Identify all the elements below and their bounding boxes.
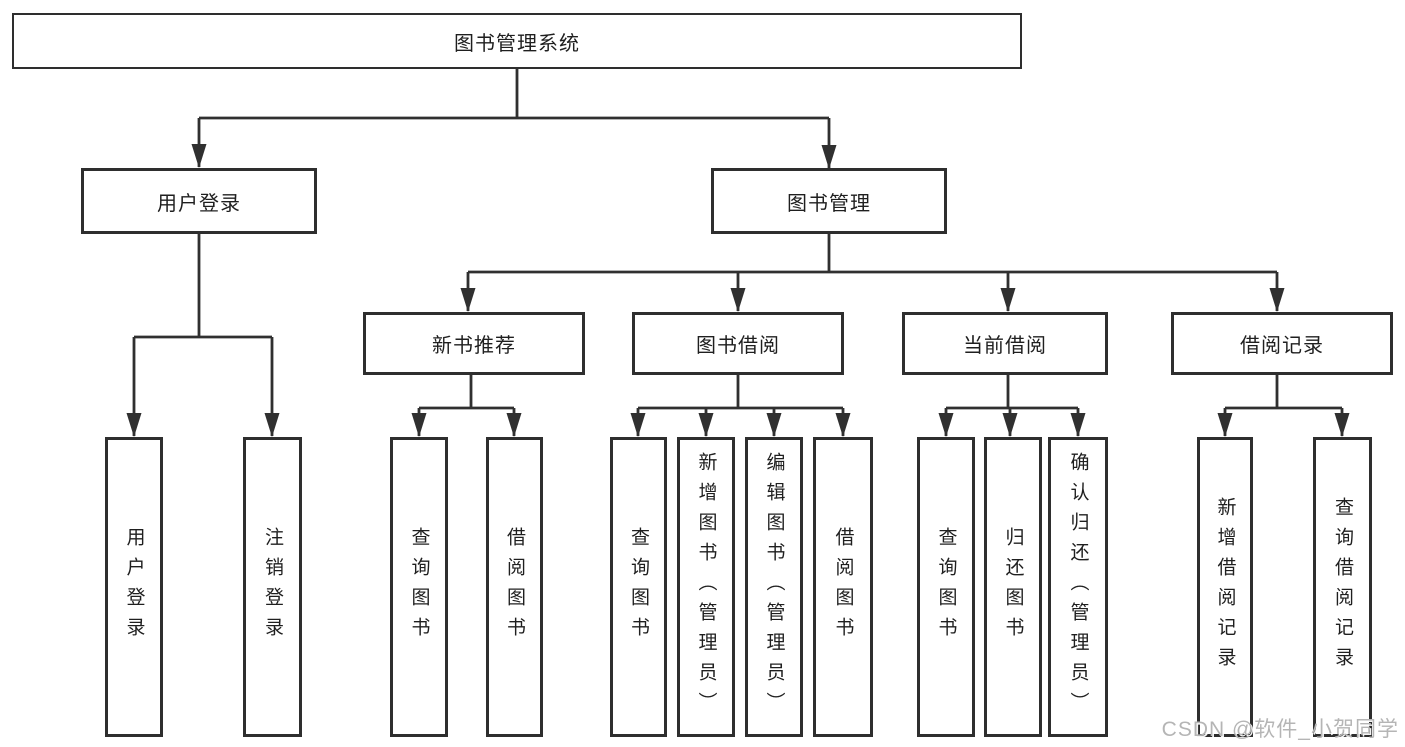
node-leaf-add-record: 新增借阅记录 bbox=[1197, 437, 1253, 737]
leaf-label: 编辑图书（管理员） bbox=[763, 452, 785, 722]
leaf-label: 确认归还（管理员） bbox=[1067, 452, 1089, 722]
node-new-book-recommend: 新书推荐 bbox=[363, 312, 585, 375]
leaf-label: 注销登录 bbox=[262, 527, 283, 647]
node-leaf-query-record: 查询借阅记录 bbox=[1313, 437, 1372, 737]
node-user-login: 用户登录 bbox=[81, 168, 317, 234]
leaf-label: 借阅图书 bbox=[832, 527, 854, 647]
node-leaf-confirm-return: 确认归还（管理员） bbox=[1048, 437, 1108, 737]
leaf-label: 新增借阅记录 bbox=[1214, 497, 1236, 677]
leaf-label: 用户登录 bbox=[123, 527, 145, 647]
node-borrow-record: 借阅记录 bbox=[1171, 312, 1393, 375]
node-book-management: 图书管理 bbox=[711, 168, 947, 234]
node-leaf-user-login: 用户登录 bbox=[105, 437, 163, 737]
leaf-label: 归还图书 bbox=[1002, 527, 1024, 647]
node-leaf-add-book: 新增图书（管理员） bbox=[677, 437, 735, 737]
node-leaf-borrow-book-1: 借阅图书 bbox=[486, 437, 543, 737]
node-leaf-query-book-2: 查询图书 bbox=[610, 437, 667, 737]
leaf-label: 查询借阅记录 bbox=[1332, 497, 1353, 677]
leaf-label: 查询图书 bbox=[408, 527, 430, 647]
node-book-borrow: 图书借阅 bbox=[632, 312, 844, 375]
leaf-label: 新增图书（管理员） bbox=[695, 452, 717, 722]
node-leaf-edit-book: 编辑图书（管理员） bbox=[745, 437, 803, 737]
node-leaf-query-book-3: 查询图书 bbox=[917, 437, 975, 737]
node-leaf-query-book-1: 查询图书 bbox=[390, 437, 448, 737]
node-leaf-logout: 注销登录 bbox=[243, 437, 302, 737]
node-leaf-return-book: 归还图书 bbox=[984, 437, 1042, 737]
leaf-label: 查询图书 bbox=[628, 527, 649, 647]
node-leaf-borrow-book-2: 借阅图书 bbox=[813, 437, 873, 737]
leaf-label: 借阅图书 bbox=[504, 527, 525, 647]
leaf-label: 查询图书 bbox=[935, 527, 957, 647]
csdn-watermark: CSDN @软件_小贺同学 bbox=[1161, 718, 1399, 741]
node-root: 图书管理系统 bbox=[12, 13, 1022, 69]
node-current-borrow: 当前借阅 bbox=[902, 312, 1108, 375]
